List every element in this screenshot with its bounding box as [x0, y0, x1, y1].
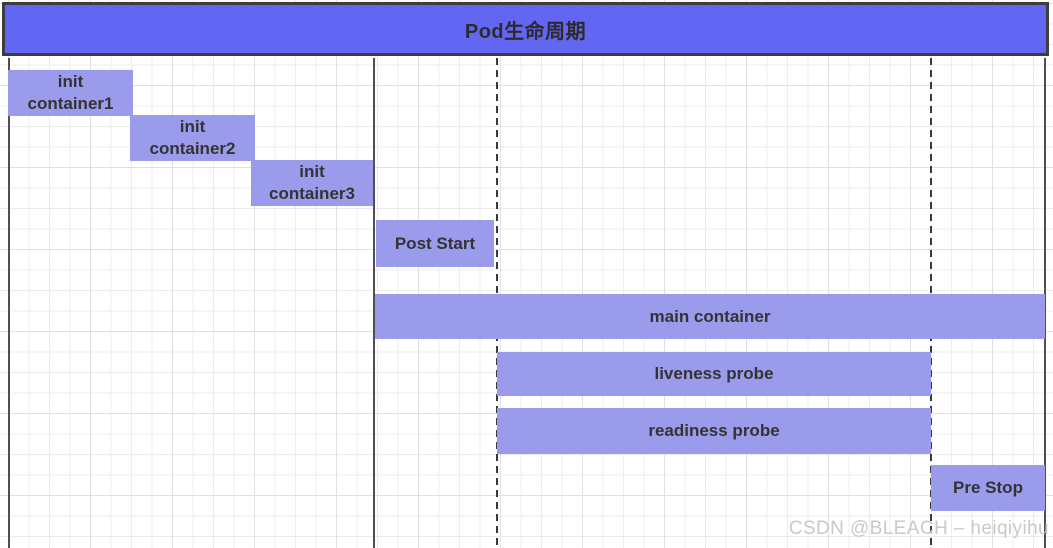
timeline-end-line: [1044, 58, 1046, 548]
bar-main-container-label: main container: [649, 306, 771, 326]
bar-liveness-probe: liveness probe: [497, 352, 931, 396]
bar-liveness-probe-label: liveness probe: [654, 364, 774, 383]
page-title: Pod生命周期: [464, 20, 587, 43]
bar-main-container: main container: [375, 294, 1045, 339]
bar-pre-stop-label: Pre Stop: [953, 478, 1023, 497]
bar-init-container3: init container3: [251, 160, 373, 206]
bar-init-container1: init container1: [8, 70, 133, 116]
bar-init-container2-label: init container2: [149, 117, 236, 158]
bar-pre-stop: Pre Stop: [931, 465, 1045, 511]
bar-init-container1-label: init container1: [27, 72, 114, 113]
bar-init-container3-label: init container3: [269, 162, 355, 203]
bar-readiness-probe: readiness probe: [497, 408, 931, 454]
watermark: CSDN @BLEACH – heiqiyihu: [788, 518, 1049, 539]
bar-readiness-probe-label: readiness probe: [648, 421, 780, 440]
bar-post-start-label: Post Start: [394, 233, 476, 253]
timeline-start-line: [8, 58, 10, 548]
main-container-start-line: [373, 58, 375, 548]
title-bar: Pod生命周期: [2, 2, 1049, 56]
bar-init-container2: init container2: [130, 115, 255, 161]
bar-post-start: Post Start: [376, 220, 494, 267]
